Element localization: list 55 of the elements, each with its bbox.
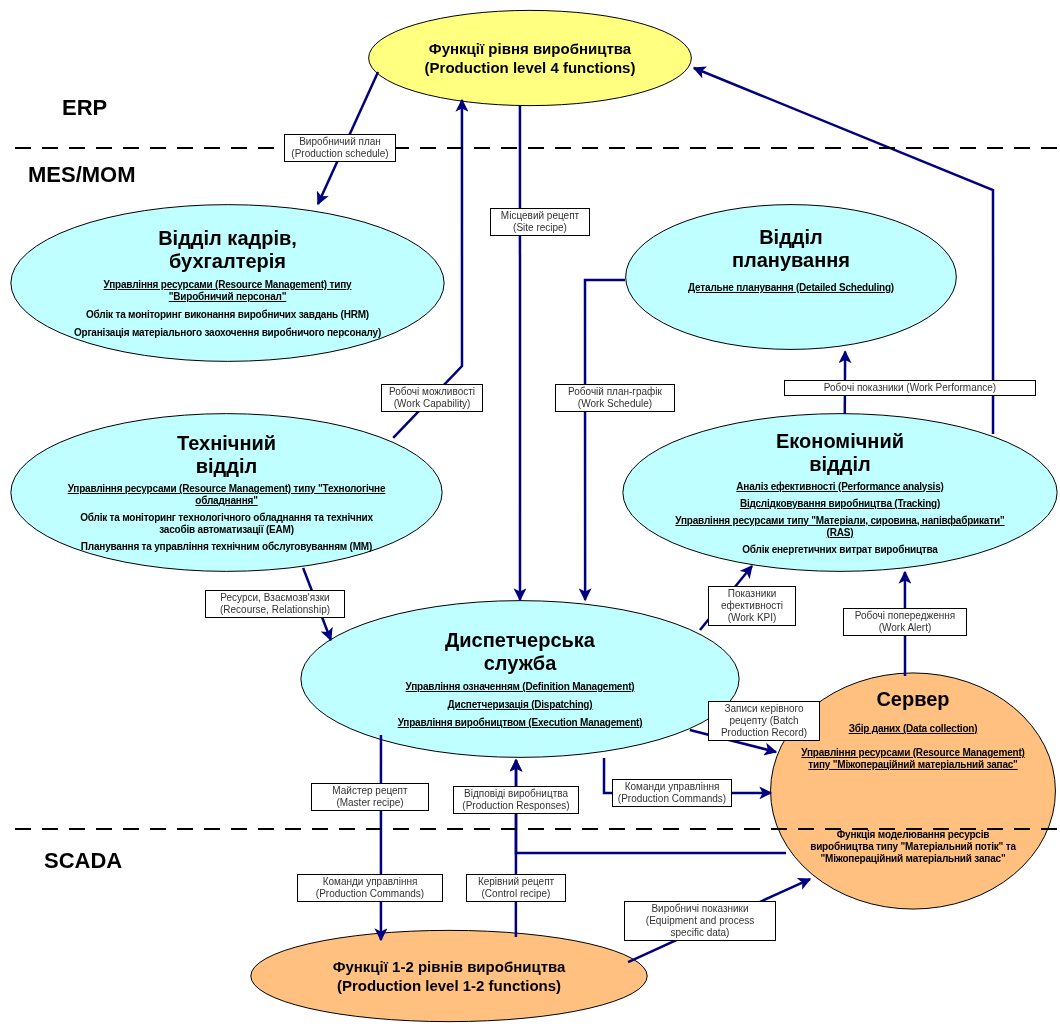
layer-label: ERP [62, 95, 108, 121]
edge-label: Керівний рецепт (Control recipe) [466, 874, 566, 902]
layer-label: MES/MOM [28, 162, 136, 188]
arrow [513, 106, 527, 602]
department-title: Відділ планування [730, 226, 852, 272]
edge-label: Робочі показники (Work Performance) [784, 380, 1036, 396]
edge-label: Відповіді виробництва (Production Responses) [453, 786, 579, 814]
department-ellipse [10, 204, 445, 362]
edge-label: Команди управління (Production Commands) [612, 779, 732, 807]
function-text: Облік та моніторинг виконання виробничих завдань (HRM) [85, 309, 370, 321]
function-text: Відслідковування виробництва (Tracking) [738, 497, 942, 510]
function-text: Управління виробництвом (Execution Management) [396, 717, 644, 729]
edge-label: Показники ефективності (Work KPI) [708, 586, 796, 626]
department-ellipse [622, 413, 1058, 572]
arrow [392, 98, 469, 439]
edge-label: Ресурси, Взаємозв'язки (Recourse, Relationship) [205, 590, 345, 618]
function-text: Диспетчеризація (Dispatching) [446, 699, 594, 711]
level-ellipse [250, 930, 648, 1022]
function-text: Управління ресурсами (Resource Management) типу "Виробничий персонал" [102, 279, 353, 303]
department-ellipse [625, 204, 957, 350]
edge-label: Місцевий рецепт (Site recipe) [490, 208, 590, 236]
function-text: Облік та моніторинг технологічного обладнання та технічних засобів автоматизації (EAM) [79, 512, 374, 536]
department-title: Сервер [875, 688, 951, 711]
function-text: Організація матеріального заохочення виробничого персоналу) [72, 327, 383, 339]
department-title: Відділ кадрів, бухгалтерія [157, 227, 298, 273]
edge-label: Майстер рецепт (Master recipe) [311, 783, 429, 811]
arrow [692, 66, 995, 434]
department-title: Економічний відділ [775, 429, 905, 476]
function-text: Детальне планування (Detailed Scheduling) [687, 282, 895, 294]
function-text: Управління ресурсами (Resource Management) типу "Технологічне обладнання" [66, 483, 387, 507]
department-ellipse [10, 413, 443, 572]
department-title: Технічний відділ [175, 432, 278, 478]
flow-label: Команди управління (Production Commands) [297, 874, 443, 902]
level-title: (Production level 1-2 functions) [335, 976, 563, 994]
function-text: Управління ресурсами (Resource Management) типу "Міжопераційний матеріальний запас" [800, 747, 1026, 771]
layer-label: SCADA [44, 848, 123, 874]
level-title: (Production level 4 functions) [423, 59, 637, 77]
level-title: Функції рівня виробництва [427, 39, 633, 57]
function-text: Управління ресурсами типу "Матеріали, сировина, напівфабрикати” (RAS) [675, 514, 1005, 539]
edge-label: Робочі можливості (Work Capability) [381, 384, 483, 412]
edge-label: Виробничий план (Production schedule) [284, 134, 396, 162]
edge-label: Записи керівного рецепту (Batch Production Record) [708, 701, 820, 741]
arrow [509, 758, 786, 855]
department-title: Диспетчерська служба [444, 629, 596, 675]
arrow [578, 278, 625, 602]
function-text: Управління означенням (Definition Management) [404, 681, 636, 693]
level-title: Функції 1-2 рівнів виробництва [331, 958, 567, 976]
function-text: Аналіз ефективності (Performance analysis) [735, 480, 945, 493]
edge-label: Робочій план-графік (Work Schedule) [555, 384, 675, 412]
function-text: Планування та управління технічним обслуговуванням (MM) [79, 541, 374, 553]
level-ellipse [368, 10, 692, 106]
function-text: Функція моделювання ресурсів виробництва типу "Матеріальний потік" та "Міжопераційний матеріальний запас" [809, 829, 1017, 865]
edge-label: Робочі попередження (Work Alert) [843, 608, 967, 636]
edge-label: Виробничі показники (Equipment and process specific data) [624, 901, 776, 941]
function-text: Облік енергетичних витрат виробництва [741, 543, 939, 556]
